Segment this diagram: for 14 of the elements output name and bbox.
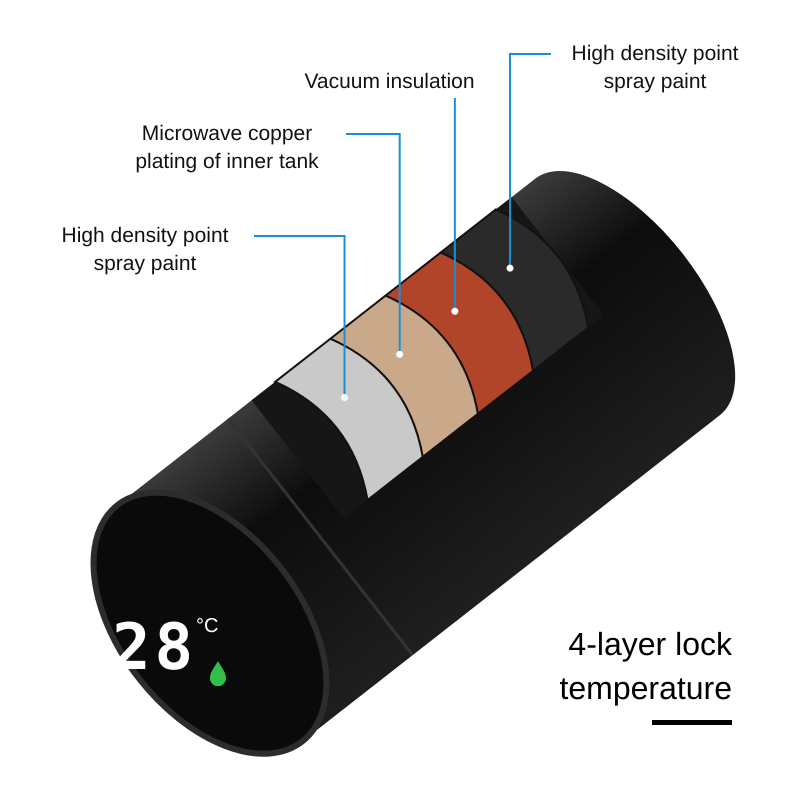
- callout-label: High density point spray paint: [555, 40, 755, 96]
- copper-layer: [329, 294, 479, 458]
- callout-label: Microwave copper plating of inner tank: [112, 120, 342, 176]
- vacuum-layer: [384, 252, 534, 415]
- paint-layer: [440, 208, 590, 372]
- headline: 4-layer lock temperature: [558, 625, 732, 708]
- unit-label: °C: [196, 615, 218, 638]
- steel-layer: [274, 338, 424, 502]
- callout-label: Vacuum insulation: [282, 68, 497, 96]
- callout-label: High density point spray paint: [40, 222, 250, 278]
- leader-line: [346, 133, 404, 358]
- leader-line: [451, 98, 458, 315]
- leader-line: [506, 53, 551, 272]
- leader-line: [254, 235, 348, 401]
